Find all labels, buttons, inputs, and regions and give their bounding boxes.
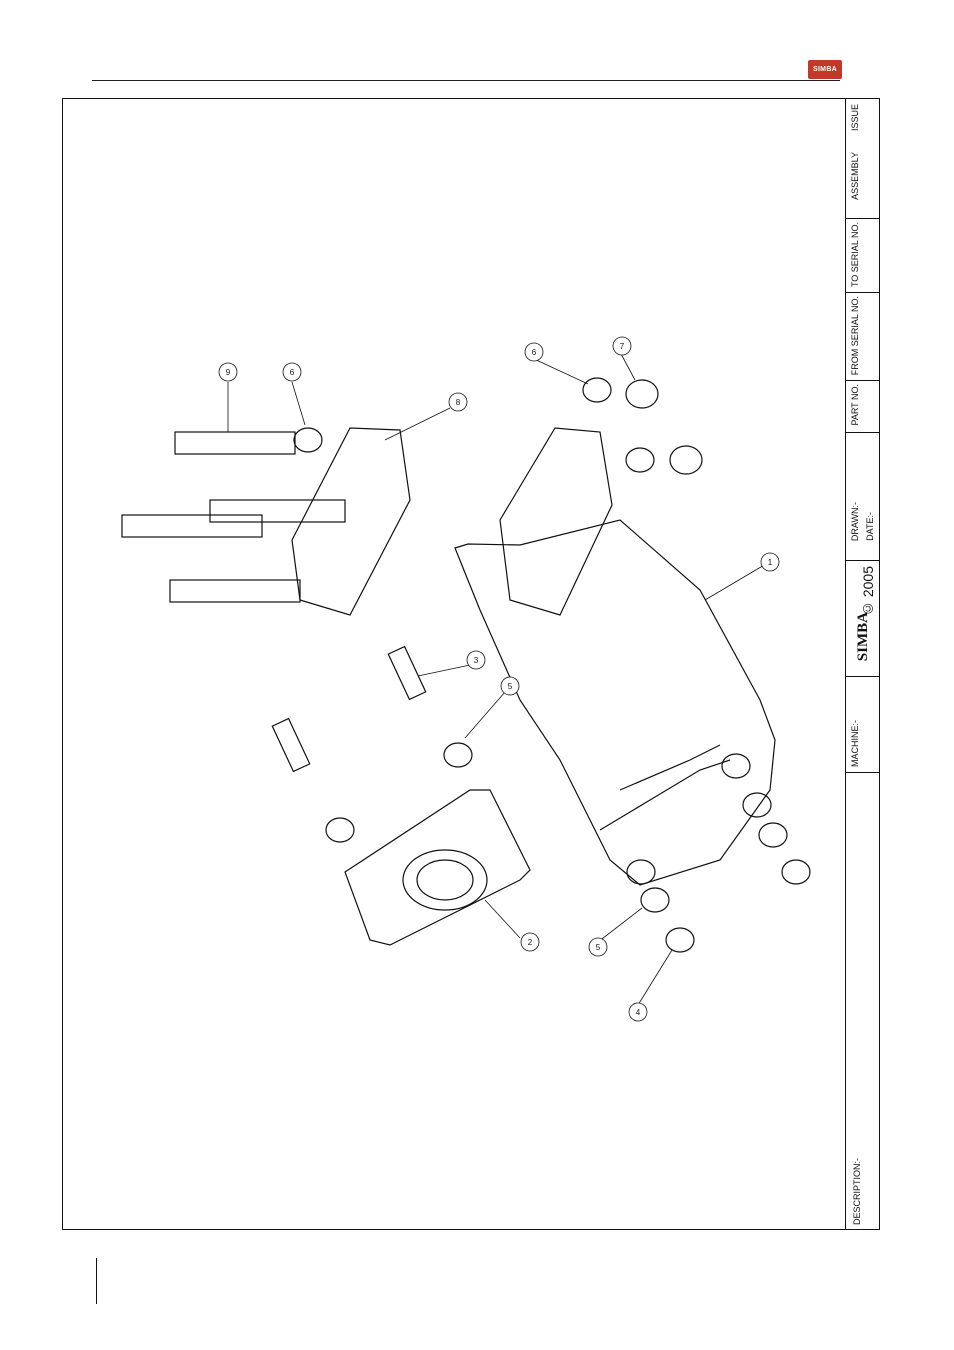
copyright-text: © 2005 <box>860 566 876 617</box>
date-label: DATE:- <box>865 512 875 541</box>
bearing-housing-part-2 <box>345 790 530 945</box>
nut-part-4 <box>666 928 694 952</box>
bolt-part-3 <box>388 647 425 700</box>
callout-6: 6 <box>290 368 295 377</box>
drawn-label: DRAWN:- <box>850 502 860 541</box>
tb-separator <box>845 772 880 773</box>
tb-separator <box>845 560 880 561</box>
bracket-part-1 <box>455 520 775 885</box>
header-rule <box>92 80 840 81</box>
nut-part-7 <box>626 380 658 408</box>
title-block-brand: SIMBA <box>855 612 872 661</box>
callout-9: 9 <box>226 368 231 377</box>
machine-label: MACHINE:- <box>850 720 860 767</box>
part-no-label: PART NO. <box>850 384 860 426</box>
callout-8: 8 <box>456 398 461 407</box>
assembly-label: ASSEMBLY <box>850 152 860 200</box>
exploded-assembly-drawing: 9 6 8 6 7 1 3 5 2 5 4 <box>63 99 843 1229</box>
callout-5b: 5 <box>596 943 601 952</box>
description-label: DESCRIPTION:- <box>852 1158 862 1225</box>
bolt-part-9 <box>175 432 295 454</box>
footer-rule <box>96 1258 97 1304</box>
callout-5: 5 <box>508 682 513 691</box>
title-block-divider <box>845 98 846 1230</box>
logo-text: SIMBA <box>813 66 837 73</box>
callout-7: 7 <box>620 342 625 351</box>
tb-separator <box>845 292 880 293</box>
issue-label: ISSUE <box>850 104 860 131</box>
callout-2: 2 <box>528 938 533 947</box>
to-serial-label: TO SERIAL NO. <box>850 222 860 287</box>
washer-part-6 <box>294 428 322 452</box>
callout-1: 1 <box>768 558 773 567</box>
washer-part-5 <box>444 743 472 767</box>
callout-3: 3 <box>474 656 479 665</box>
tb-separator <box>845 218 880 219</box>
tb-separator <box>845 380 880 381</box>
simba-logo: SIMBA <box>808 60 842 79</box>
from-serial-label: FROM SERIAL NO. <box>850 296 860 375</box>
tb-separator <box>845 676 880 677</box>
tb-separator <box>845 432 880 433</box>
callout-4: 4 <box>636 1008 641 1017</box>
callout-6b: 6 <box>532 348 537 357</box>
